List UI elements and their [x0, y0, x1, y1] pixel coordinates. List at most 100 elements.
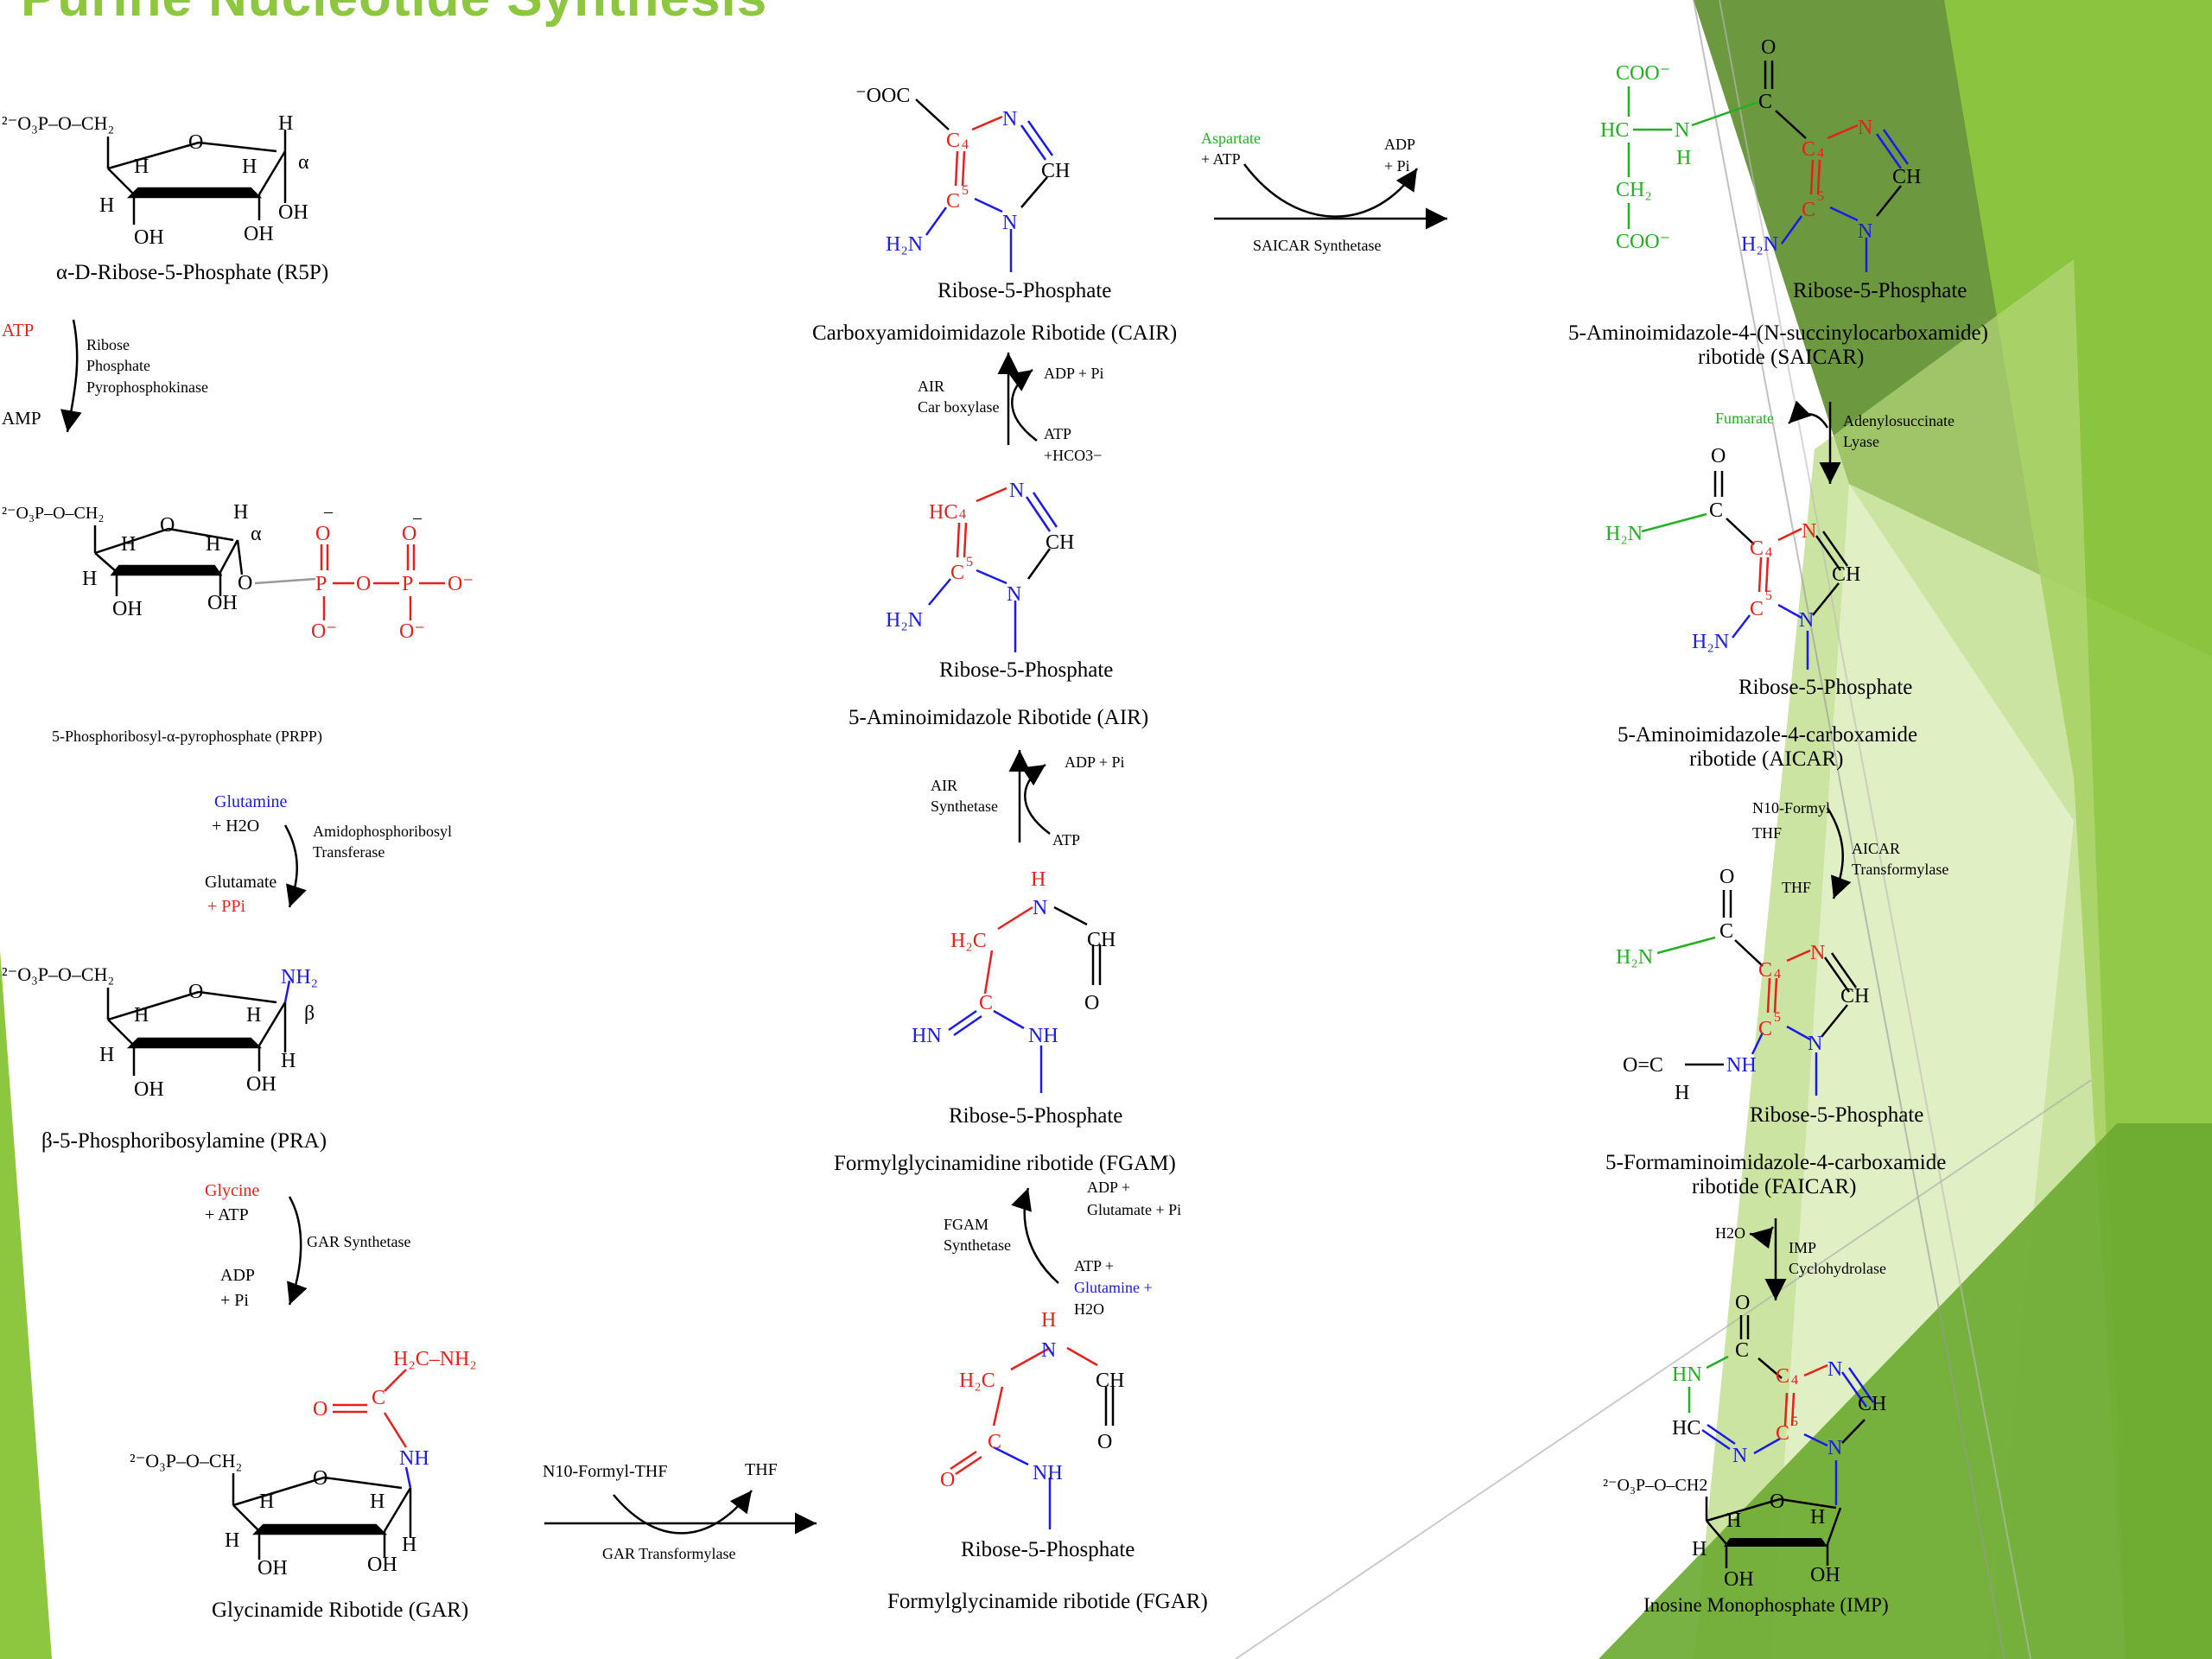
- step9-enzyme-line2: Lyase: [1843, 433, 1879, 451]
- step4-arrow: [544, 1490, 817, 1535]
- bg-line-3: [1235, 1079, 2092, 1659]
- bg-left-green: [0, 950, 52, 1659]
- gar-label: Glycinamide Ribotide (GAR): [212, 1599, 469, 1622]
- faicar-label-1: 5-Formaminoimidazole-4-carboxamide: [1605, 1151, 1947, 1174]
- step5-output-1: ADP +: [1087, 1179, 1130, 1196]
- svg-text:N: N: [1007, 583, 1021, 606]
- svg-text:N: N: [1041, 1339, 1056, 1362]
- svg-text:H₂C: H₂C: [950, 930, 987, 952]
- svg-text:C: C: [372, 1387, 385, 1409]
- step3-input-2: + ATP: [205, 1205, 249, 1224]
- svg-text:O: O: [940, 1469, 955, 1491]
- svg-text:O: O: [1084, 992, 1099, 1014]
- svg-text:H₂N: H₂N: [1741, 233, 1778, 256]
- step11-output: H2O: [1715, 1224, 1745, 1242]
- svg-text:H: H: [278, 112, 293, 135]
- svg-text:C: C: [1758, 959, 1772, 982]
- svg-text:H₂N: H₂N: [1692, 631, 1729, 653]
- svg-text:C: C: [1758, 91, 1772, 113]
- prpp-label: 5-Phosphoribosyl-α-pyrophosphate (PRPP): [52, 728, 322, 745]
- svg-text:OH: OH: [207, 592, 238, 614]
- svg-text:H: H: [1031, 868, 1046, 891]
- svg-text:H: H: [281, 1050, 296, 1072]
- svg-text:O: O: [1761, 36, 1776, 59]
- svg-text:O⁻: O⁻: [399, 620, 425, 643]
- svg-text:²⁻O₃P–O–CH2: ²⁻O₃P–O–CH2: [1603, 1476, 1707, 1495]
- svg-text:O: O: [402, 523, 416, 545]
- svg-text:H: H: [1676, 147, 1691, 169]
- gar-structure: ²⁻O₃P–O–CH₂ O NH H H H H OH OH C H₂C–NH₂…: [130, 1348, 477, 1580]
- step6-input: ATP: [1052, 831, 1081, 849]
- svg-text:N: N: [1002, 108, 1017, 130]
- saicar-label-1: 5-Aminoimidazole-4-(N-succinylocarboxami…: [1568, 321, 1988, 345]
- r5p-label: α-D-Ribose-5-Phosphate (R5P): [56, 261, 329, 284]
- r5p-structure: ²⁻O₃P–O–CH₂ O H α OH H H H OH OH: [2, 112, 309, 249]
- step6-output: ADP + Pi: [1065, 753, 1125, 771]
- step5-enzyme-line2: Synthetase: [944, 1236, 1011, 1255]
- svg-text:O: O: [238, 572, 252, 594]
- svg-text:N: N: [1858, 117, 1872, 139]
- imp-structure: O C HN HC N C 4 N CH: [1603, 1292, 1886, 1591]
- step10-arrow: [1826, 807, 1852, 899]
- svg-text:OH: OH: [134, 226, 164, 249]
- svg-text:²⁻O₃P–O–CH₂: ²⁻O₃P–O–CH₂: [2, 112, 114, 134]
- svg-text:N: N: [1808, 1033, 1822, 1055]
- step2-input-1: Glutamine: [214, 792, 288, 811]
- svg-text:O: O: [1770, 1491, 1784, 1513]
- step2-enzyme-line2: Transferase: [313, 843, 385, 861]
- step11-enzyme: IMP Cyclohydrolase: [1789, 1237, 1886, 1280]
- svg-text:O: O: [1711, 445, 1726, 467]
- step5-input-3: H2O: [1074, 1300, 1104, 1318]
- step7-arrow: [997, 353, 1038, 445]
- svg-text:O⁻: O⁻: [311, 620, 337, 643]
- svg-text:COO⁻: COO⁻: [1616, 62, 1670, 85]
- step8-arrow: [1214, 163, 1447, 230]
- svg-text:C: C: [1709, 499, 1723, 522]
- svg-text:OH: OH: [1810, 1564, 1840, 1586]
- svg-text:4: 4: [962, 137, 969, 152]
- cair-r5p: Ribose-5-Phosphate: [938, 279, 1112, 302]
- step11-arrow: [1749, 1218, 1787, 1300]
- air-label: 5-Aminoimidazole Ribotide (AIR): [849, 706, 1149, 729]
- svg-text:H₂N: H₂N: [886, 233, 923, 256]
- svg-text:O=C: O=C: [1623, 1054, 1663, 1077]
- step3-output-1: ADP: [220, 1266, 256, 1285]
- faicar-label-2: ribotide (FAICAR): [1692, 1175, 1857, 1198]
- svg-text:C: C: [1735, 1339, 1749, 1362]
- svg-text:OH: OH: [257, 1557, 288, 1580]
- step5-input-2: Glutamine +: [1074, 1279, 1153, 1296]
- svg-text:H: H: [99, 1044, 114, 1066]
- svg-text:O: O: [356, 573, 371, 595]
- svg-text:H: H: [233, 501, 248, 524]
- aicar-label-2: ribotide (AICAR): [1689, 747, 1844, 771]
- step7-input-2: +HCO3−: [1044, 447, 1103, 464]
- step1-enzyme: Ribose Phosphate Pyrophosphokinase: [86, 334, 208, 397]
- step5-arrow: [1011, 1187, 1059, 1284]
- svg-text:OH: OH: [367, 1554, 397, 1576]
- svg-text:5: 5: [1817, 189, 1824, 204]
- page-title: Purine Nucleotide Synthesis: [21, 0, 767, 29]
- svg-text:H: H: [134, 156, 149, 178]
- svg-text:N: N: [1002, 212, 1017, 234]
- svg-text:CH: CH: [1096, 1370, 1124, 1392]
- svg-text:HN: HN: [1672, 1363, 1702, 1386]
- svg-text:C: C: [1758, 1018, 1772, 1040]
- svg-text:N: N: [1009, 480, 1024, 502]
- svg-text:5: 5: [966, 555, 973, 569]
- cair-label: Carboxyamidoimidazole Ribotide (CAIR): [812, 321, 1178, 345]
- svg-text:H: H: [246, 1004, 261, 1027]
- svg-text:N: N: [1858, 220, 1872, 243]
- svg-text:4: 4: [1791, 1373, 1798, 1388]
- saicar-r5p: Ribose-5-Phosphate: [1793, 279, 1967, 302]
- bg-bottom-green: [1599, 1123, 2212, 1659]
- svg-text:CH: CH: [1087, 929, 1116, 951]
- svg-text:P: P: [315, 573, 327, 595]
- fgar-structure: H N H₂C CH C O O NH: [940, 1309, 1124, 1529]
- svg-text:OH: OH: [134, 1078, 164, 1101]
- step9-enzyme-line1: Adenylosuccinate: [1843, 412, 1955, 429]
- svg-text:N: N: [1033, 897, 1047, 919]
- step5-enzyme-line1: FGAM: [944, 1216, 989, 1233]
- step1-output: AMP: [2, 408, 41, 429]
